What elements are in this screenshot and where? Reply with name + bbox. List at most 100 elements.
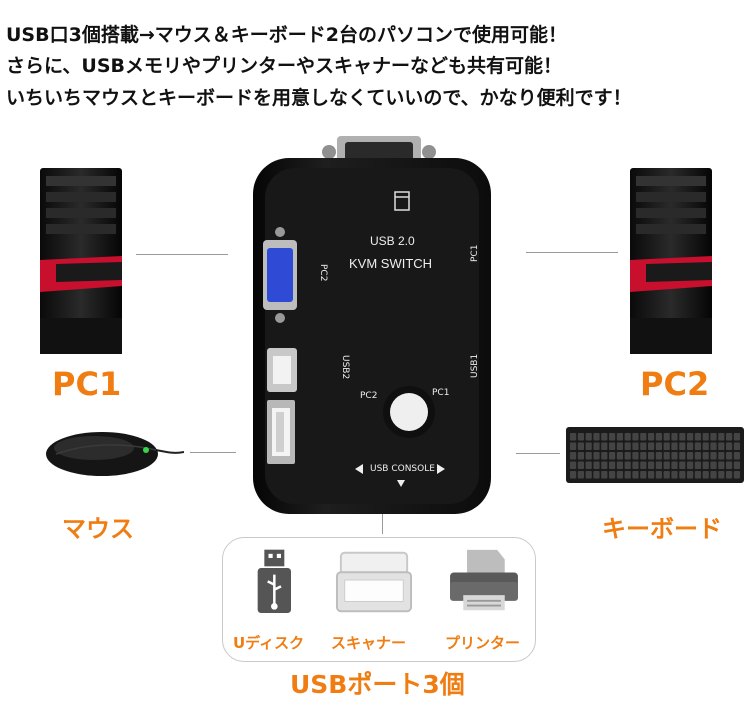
usb-devices-panel: Uディスク スキャナー プリンター	[222, 537, 536, 662]
keyboard-key	[577, 461, 584, 469]
keyboard-key	[570, 452, 577, 460]
keyboard-key	[655, 452, 662, 460]
keyboard-key	[679, 433, 686, 441]
keyboard-key	[679, 461, 686, 469]
keyboard-key	[710, 452, 717, 460]
device-label-printer: プリンター	[445, 634, 521, 652]
keyboard-key	[640, 461, 647, 469]
keyboard-key	[616, 461, 623, 469]
kvm-model-line1: USB 2.0	[370, 234, 415, 248]
keyboard-key	[710, 471, 717, 479]
keyboard-key	[570, 461, 577, 469]
keyboard-key	[570, 442, 577, 450]
keyboard-key	[616, 452, 623, 460]
keyboard-key	[694, 452, 701, 460]
kvm-model-line2: KVM SWITCH	[349, 256, 433, 271]
keyboard-key	[671, 452, 678, 460]
keyboard-key	[585, 452, 592, 460]
kvm-port-pc2-label: PC2	[318, 264, 328, 282]
keyboard-key	[687, 471, 694, 479]
keyboard-key	[663, 452, 670, 460]
keyboard-key	[577, 452, 584, 460]
keyboard-key	[593, 471, 600, 479]
keyboard-key	[601, 442, 608, 450]
pc2-label: PC2	[640, 365, 710, 403]
keyboard-key	[616, 471, 623, 479]
keyboard-key	[624, 471, 631, 479]
mouse-icon	[46, 432, 184, 476]
keyboard-key	[640, 471, 647, 479]
keyboard-key	[648, 433, 655, 441]
connector-line-keyboard	[516, 453, 560, 454]
keyboard-key	[570, 471, 577, 479]
keyboard-key	[687, 461, 694, 469]
keyboard-key	[655, 471, 662, 479]
keyboard-key	[609, 452, 616, 460]
kvm-switch-button[interactable]	[392, 395, 428, 431]
keyboard-key	[640, 433, 647, 441]
keyboard-key	[710, 433, 717, 441]
keyboard-key	[632, 442, 639, 450]
keyboard-key	[655, 442, 662, 450]
keyboard-key	[577, 442, 584, 450]
keyboard-key	[718, 433, 725, 441]
printer-icon	[450, 549, 518, 611]
keyboard-key	[616, 442, 623, 450]
keyboard-key	[733, 471, 740, 479]
headline-line-1: USB口3個搭載→マウス＆キーボード2台のパソコンで使用可能！	[6, 24, 567, 46]
keyboard-key	[702, 471, 709, 479]
keyboard-key	[694, 471, 701, 479]
usb-ports-label: USBポート3個	[290, 670, 465, 699]
keyboard-key	[733, 452, 740, 460]
keyboard-key	[726, 433, 733, 441]
keyboard-key	[585, 471, 592, 479]
device-label-usb-disk: Uディスク	[233, 634, 305, 652]
keyboard-key	[655, 461, 662, 469]
keyboard-key	[663, 442, 670, 450]
keyboard-key	[593, 452, 600, 460]
keyboard-key	[718, 461, 725, 469]
keyboard-key	[624, 442, 631, 450]
keyboard-key	[663, 461, 670, 469]
keyboard-key	[640, 452, 647, 460]
headline-line-3: いちいちマウスとキーボードを用意しなくていいので、かなり便利です！	[6, 87, 632, 109]
keyboard-key	[733, 461, 740, 469]
keyboard-key	[585, 461, 592, 469]
keyboard-key	[609, 471, 616, 479]
kvm-button-pc1-label: PC1	[432, 388, 450, 398]
keyboard-key	[585, 442, 592, 450]
keyboard-key	[632, 461, 639, 469]
keyboard-key	[733, 433, 740, 441]
keyboard-key	[648, 452, 655, 460]
keyboard-key	[609, 461, 616, 469]
keyboard-key	[577, 471, 584, 479]
keyboard-key	[671, 433, 678, 441]
headline-line-2: さらに、USBメモリやプリンターやスキャナーなども共有可能！	[6, 55, 563, 77]
keyboard-key	[640, 442, 647, 450]
pc1-label: PC1	[52, 365, 122, 403]
scanner-icon	[335, 551, 413, 613]
keyboard-key	[601, 433, 608, 441]
keyboard-label: キーボード	[602, 515, 722, 543]
keyboard-key	[702, 452, 709, 460]
keyboard-key	[593, 433, 600, 441]
connector-line-pc1	[136, 254, 228, 255]
keyboard-key	[601, 461, 608, 469]
keyboard-key	[593, 442, 600, 450]
kvm-port-usb2-label: USB2	[340, 355, 350, 380]
keyboard-key	[585, 433, 592, 441]
pc-tower-right-icon	[630, 168, 712, 354]
keyboard-key	[679, 442, 686, 450]
keyboard-key	[663, 471, 670, 479]
kvm-port-usb1-label: USB1	[470, 353, 480, 378]
keyboard-key	[702, 461, 709, 469]
keyboard-key	[726, 452, 733, 460]
keyboard-key	[632, 433, 639, 441]
keyboard-key	[726, 471, 733, 479]
connector-line-pc2	[526, 252, 618, 253]
kvm-port-pc1-label: PC1	[470, 244, 480, 262]
kvm-switch-device	[253, 136, 491, 514]
keyboard-key	[648, 461, 655, 469]
keyboard-key	[570, 433, 577, 441]
keyboard-key	[655, 433, 662, 441]
